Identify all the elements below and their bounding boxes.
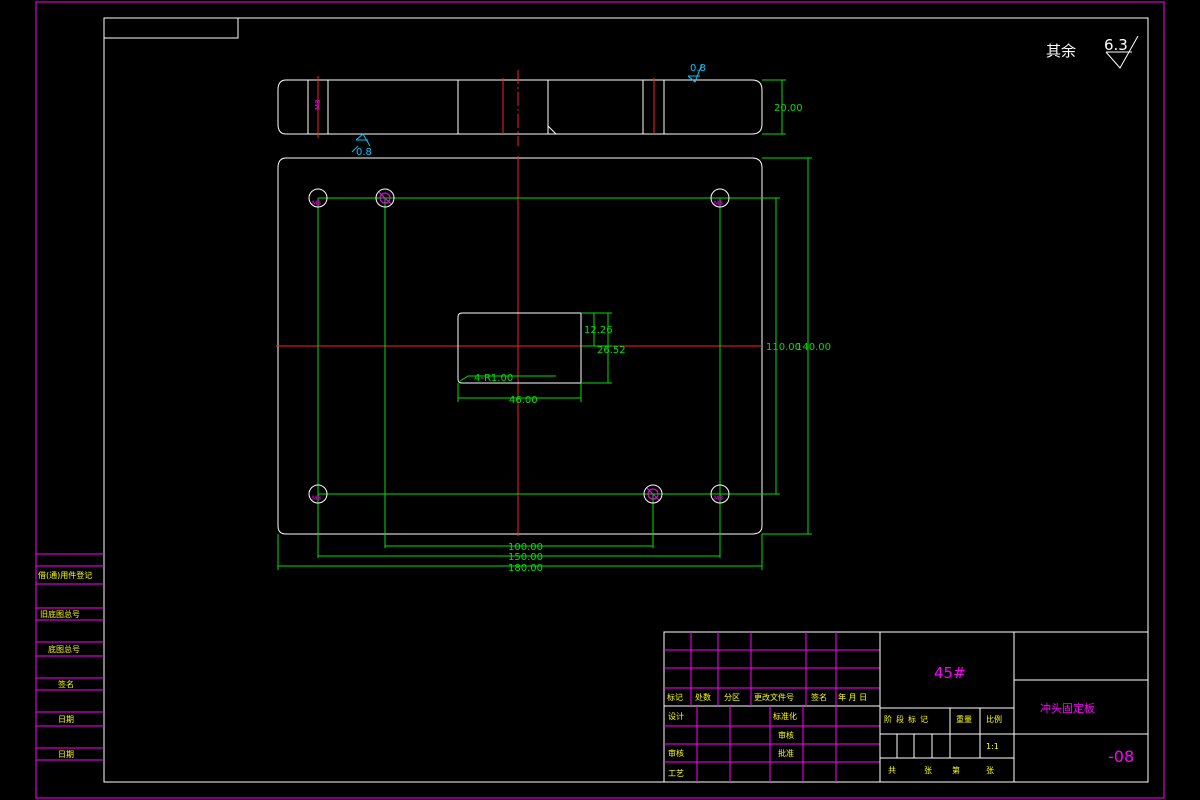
dim-100: 100.00 bbox=[508, 542, 543, 553]
fillet-label: 4-R1.00 bbox=[474, 373, 513, 384]
left-revision-strip: 借(通)用件登记 旧底图总号 底图总号 签名 日期 日期 bbox=[36, 553, 104, 761]
svg-text:审核: 审核 bbox=[668, 748, 684, 758]
svg-text:标准化: 标准化 bbox=[773, 711, 797, 721]
dim-46: 46.00 bbox=[509, 395, 538, 406]
svg-text:日期: 日期 bbox=[58, 715, 74, 724]
svg-text:批准: 批准 bbox=[778, 748, 794, 758]
svg-text:张: 张 bbox=[924, 766, 932, 775]
title-block: 标记 处数 分区 更改文件号 签名 年 月 日 设计 标准化 审核 审核 批准 … bbox=[663, 631, 1149, 783]
material-label: 45# bbox=[934, 664, 966, 682]
svg-text:记: 记 bbox=[920, 715, 928, 724]
svg-text:比例: 比例 bbox=[986, 714, 1002, 724]
svg-text:共: 共 bbox=[888, 766, 896, 775]
svg-text:重量: 重量 bbox=[956, 714, 972, 724]
svg-text:M8: M8 bbox=[714, 200, 723, 207]
dim-26-52: 26.52 bbox=[597, 345, 626, 356]
roughness-side-value: 0.8 bbox=[356, 147, 372, 158]
svg-text:标记: 标记 bbox=[667, 692, 683, 702]
dim-thickness: 20.00 bbox=[774, 103, 803, 114]
svg-text:M8: M8 bbox=[312, 495, 321, 502]
svg-text:1:1: 1:1 bbox=[986, 742, 999, 751]
svg-text:借(通)用件登记: 借(通)用件登记 bbox=[38, 570, 92, 580]
dim-140: 140.00 bbox=[796, 342, 831, 353]
outer-border bbox=[35, 1, 1165, 799]
svg-text:底图总号: 底图总号 bbox=[48, 644, 80, 654]
svg-text:审核: 审核 bbox=[778, 730, 794, 740]
svg-text:更改文件号: 更改文件号 bbox=[754, 692, 794, 702]
dim-180: 180.00 bbox=[508, 563, 543, 574]
plan-view: M8 M8 M8 M8 110.00 140.00 12.26 26.52 4-… bbox=[276, 156, 831, 574]
svg-text:年 月 日: 年 月 日 bbox=[838, 692, 867, 702]
svg-text:日期: 日期 bbox=[58, 750, 74, 759]
drawing-number: -08 bbox=[1108, 747, 1134, 766]
svg-text:旧底图总号: 旧底图总号 bbox=[40, 609, 80, 619]
inner-frame bbox=[103, 17, 1149, 783]
svg-text:张: 张 bbox=[986, 766, 994, 775]
svg-text:签名: 签名 bbox=[58, 679, 74, 689]
svg-text:标: 标 bbox=[908, 714, 916, 724]
svg-text:阶: 阶 bbox=[884, 714, 892, 724]
corner-stamp-box bbox=[103, 17, 239, 39]
roughness-symbol bbox=[1105, 35, 1139, 69]
dim-12-26: 12.26 bbox=[584, 325, 613, 336]
svg-text:工艺: 工艺 bbox=[668, 769, 684, 778]
roughness-value: 6.3 bbox=[1104, 36, 1128, 54]
svg-text:M8: M8 bbox=[714, 495, 723, 502]
svg-text:M8: M8 bbox=[314, 100, 322, 111]
roughness-top-value: 0.8 bbox=[690, 63, 706, 74]
svg-text:处数: 处数 bbox=[695, 692, 711, 702]
svg-text:签名: 签名 bbox=[811, 692, 827, 702]
side-view: M8 20.00 0.8 0.8 bbox=[277, 63, 803, 158]
part-name: 冲头固定板 bbox=[1040, 701, 1095, 715]
dim-150: 150.00 bbox=[508, 552, 543, 563]
svg-text:第: 第 bbox=[952, 765, 960, 775]
svg-text:段: 段 bbox=[896, 714, 904, 724]
svg-text:M8: M8 bbox=[312, 200, 321, 207]
roughness-label: 其余 bbox=[1046, 42, 1076, 60]
dim-110: 110.00 bbox=[766, 342, 801, 353]
svg-text:分区: 分区 bbox=[724, 693, 740, 702]
svg-text:设计: 设计 bbox=[668, 711, 684, 721]
